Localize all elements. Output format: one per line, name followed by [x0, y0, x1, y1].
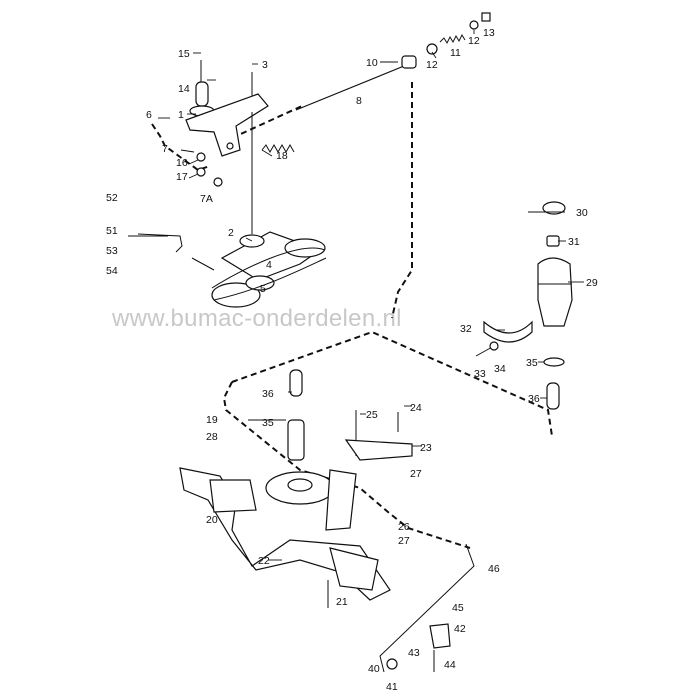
callout-51: 51 [106, 225, 118, 237]
callout-35a: 35 [526, 357, 538, 369]
callout-10: 10 [366, 57, 378, 69]
callout-21: 21 [336, 596, 348, 608]
callout-54: 54 [106, 265, 118, 277]
callout-13: 13 [483, 27, 495, 39]
control-rod-8 [295, 12, 491, 111]
oil-reservoir [475, 201, 573, 410]
callout-8: 8 [356, 95, 362, 107]
callout-46: 46 [488, 563, 500, 575]
callout-18: 18 [276, 150, 288, 162]
bypass-rod-40 [379, 543, 475, 673]
callout-labels: 1 2 3 4 5 6 7 7A 8 10 11 12 12 13 14 15 … [106, 27, 598, 693]
callout-33: 33 [474, 368, 486, 380]
callout-24: 24 [410, 402, 422, 414]
callout-40: 40 [368, 663, 380, 675]
callout-12a: 12 [426, 59, 438, 71]
callout-52: 52 [106, 192, 118, 204]
callout-6: 6 [146, 109, 152, 121]
transmission-assembly [179, 369, 413, 608]
callout-30: 30 [576, 207, 588, 219]
callout-7: 7 [162, 143, 168, 155]
callout-44: 44 [444, 659, 456, 671]
callout-53: 53 [106, 245, 118, 257]
callout-26: 26 [398, 521, 410, 533]
callout-27b: 27 [398, 535, 410, 547]
callout-41: 41 [386, 681, 398, 693]
callout-43: 43 [408, 647, 420, 659]
callout-7a: 7A [200, 193, 213, 205]
callout-3: 3 [262, 59, 268, 71]
callout-27a: 27 [410, 468, 422, 480]
callout-16: 16 [176, 157, 188, 169]
callout-45: 45 [452, 602, 464, 614]
callout-15: 15 [178, 48, 190, 60]
callout-36a: 36 [262, 388, 274, 400]
callout-19: 19 [206, 414, 218, 426]
callout-4: 4 [266, 259, 272, 271]
callout-25: 25 [366, 409, 378, 421]
belt-idler-assembly [128, 112, 327, 308]
callout-29: 29 [586, 277, 598, 289]
callout-42: 42 [454, 623, 466, 635]
callout-20: 20 [206, 514, 218, 526]
callout-32: 32 [460, 323, 472, 335]
callout-35b: 35 [262, 417, 274, 429]
callout-23: 23 [420, 442, 432, 454]
callout-22: 22 [258, 555, 270, 567]
callout-31: 31 [568, 236, 580, 248]
watermark-text: www.bumac-onderdelen.nl [111, 305, 402, 332]
callout-5: 5 [260, 283, 266, 295]
callout-28: 28 [206, 431, 218, 443]
callout-1: 1 [178, 109, 184, 121]
callout-12b: 12 [468, 35, 480, 47]
callout-11: 11 [450, 47, 461, 59]
callout-17: 17 [176, 171, 188, 183]
control-lever-assembly [185, 60, 269, 187]
callout-34: 34 [494, 363, 506, 375]
leader-lines [158, 30, 584, 561]
spring-18 [261, 143, 295, 154]
callout-36b: 36 [528, 393, 540, 405]
callout-14: 14 [178, 83, 190, 95]
callout-2: 2 [228, 227, 234, 239]
